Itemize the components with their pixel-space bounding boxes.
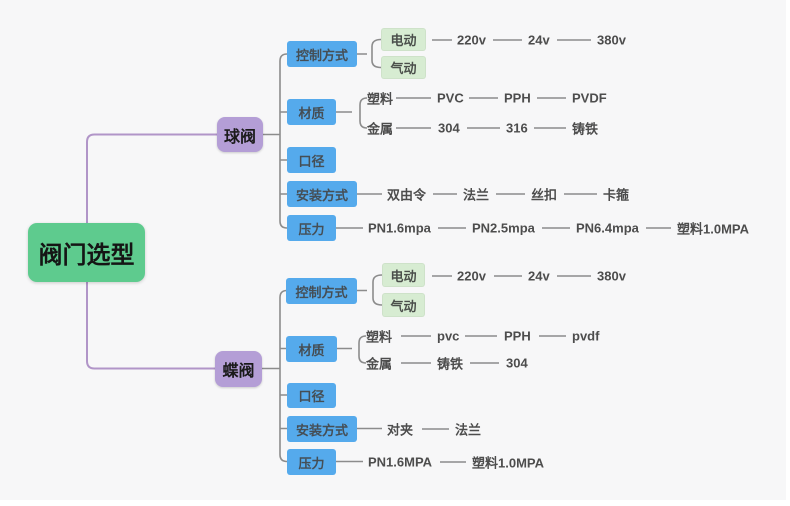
- butterfly-plastic-type-node[interactable]: PPH: [504, 328, 531, 344]
- butterfly-metal-node[interactable]: 金属: [366, 356, 393, 372]
- ball-metal-type-node[interactable]: 316: [506, 120, 528, 136]
- ball-metal-type-node[interactable]: 304: [438, 120, 460, 136]
- ball-diameter-node[interactable]: 口径: [287, 147, 336, 173]
- ball-pressure-rating-node[interactable]: PN1.6mpa: [368, 220, 431, 236]
- ball-control-method-node[interactable]: 控制方式: [287, 41, 357, 67]
- butterfly-material-node[interactable]: 材质: [286, 336, 337, 362]
- ball-voltage-node[interactable]: 380v: [597, 32, 626, 48]
- butterfly-voltage-node[interactable]: 24v: [528, 268, 550, 284]
- ball-pneumatic-node[interactable]: 气动: [381, 56, 426, 79]
- butterfly-control-method-node[interactable]: 控制方式: [286, 278, 357, 304]
- ball-pressure-rating-node[interactable]: PN6.4mpa: [576, 220, 639, 236]
- ball-install-type-node[interactable]: 法兰: [463, 187, 490, 203]
- butterfly-plastic-type-node[interactable]: pvdf: [572, 328, 600, 344]
- ball-voltage-node[interactable]: 24v: [528, 32, 550, 48]
- ball-electric-node[interactable]: 电动: [381, 28, 426, 51]
- butterfly-metal-type-node[interactable]: 铸铁: [437, 356, 464, 372]
- ball-plastic-type-node[interactable]: PVDF: [572, 90, 607, 106]
- butterfly-install-type-node[interactable]: 对夹: [387, 422, 414, 438]
- butterfly-diameter-node[interactable]: 口径: [287, 383, 336, 408]
- ball-metal-type-node[interactable]: 铸铁: [572, 121, 599, 137]
- butterfly-electric-node[interactable]: 电动: [382, 263, 425, 287]
- butterfly-plastic-type-node[interactable]: pvc: [437, 328, 460, 344]
- ball-material-node[interactable]: 材质: [287, 99, 336, 125]
- branch-ball-valve[interactable]: 球阀: [217, 117, 263, 152]
- ball-pressure-rating-node[interactable]: PN2.5mpa: [472, 220, 535, 236]
- ball-plastic-node[interactable]: 塑料: [367, 91, 394, 107]
- ball-plastic-type-node[interactable]: PPH: [504, 90, 531, 106]
- ball-voltage-node[interactable]: 220v: [457, 32, 486, 48]
- butterfly-metal-type-node[interactable]: 304: [506, 355, 528, 371]
- butterfly-voltage-node[interactable]: 380v: [597, 268, 626, 284]
- butterfly-install-type-node[interactable]: 法兰: [455, 422, 482, 438]
- ball-install-type-node[interactable]: 双由令: [387, 187, 427, 203]
- ball-pressure-node[interactable]: 压力: [287, 215, 336, 241]
- butterfly-pressure-rating-node[interactable]: 塑料1.0MPA: [472, 455, 544, 471]
- butterfly-pressure-node[interactable]: 压力: [287, 449, 336, 475]
- butterfly-pneumatic-node[interactable]: 气动: [382, 293, 425, 317]
- ball-install-type-node[interactable]: 卡箍: [603, 187, 630, 203]
- butterfly-plastic-node[interactable]: 塑料: [366, 329, 393, 345]
- butterfly-voltage-node[interactable]: 220v: [457, 268, 486, 284]
- root-node[interactable]: 阀门选型: [28, 223, 145, 282]
- branch-butterfly-valve[interactable]: 蝶阀: [215, 351, 262, 387]
- ball-pressure-rating-node[interactable]: 塑料1.0MPA: [677, 221, 749, 237]
- ball-installation-node[interactable]: 安装方式: [287, 181, 357, 207]
- ball-plastic-type-node[interactable]: PVC: [437, 90, 464, 106]
- butterfly-pressure-rating-node[interactable]: PN1.6MPA: [368, 454, 433, 470]
- ball-install-type-node[interactable]: 丝扣: [531, 187, 558, 203]
- butterfly-installation-node[interactable]: 安装方式: [287, 416, 357, 442]
- ball-metal-node[interactable]: 金属: [367, 121, 394, 137]
